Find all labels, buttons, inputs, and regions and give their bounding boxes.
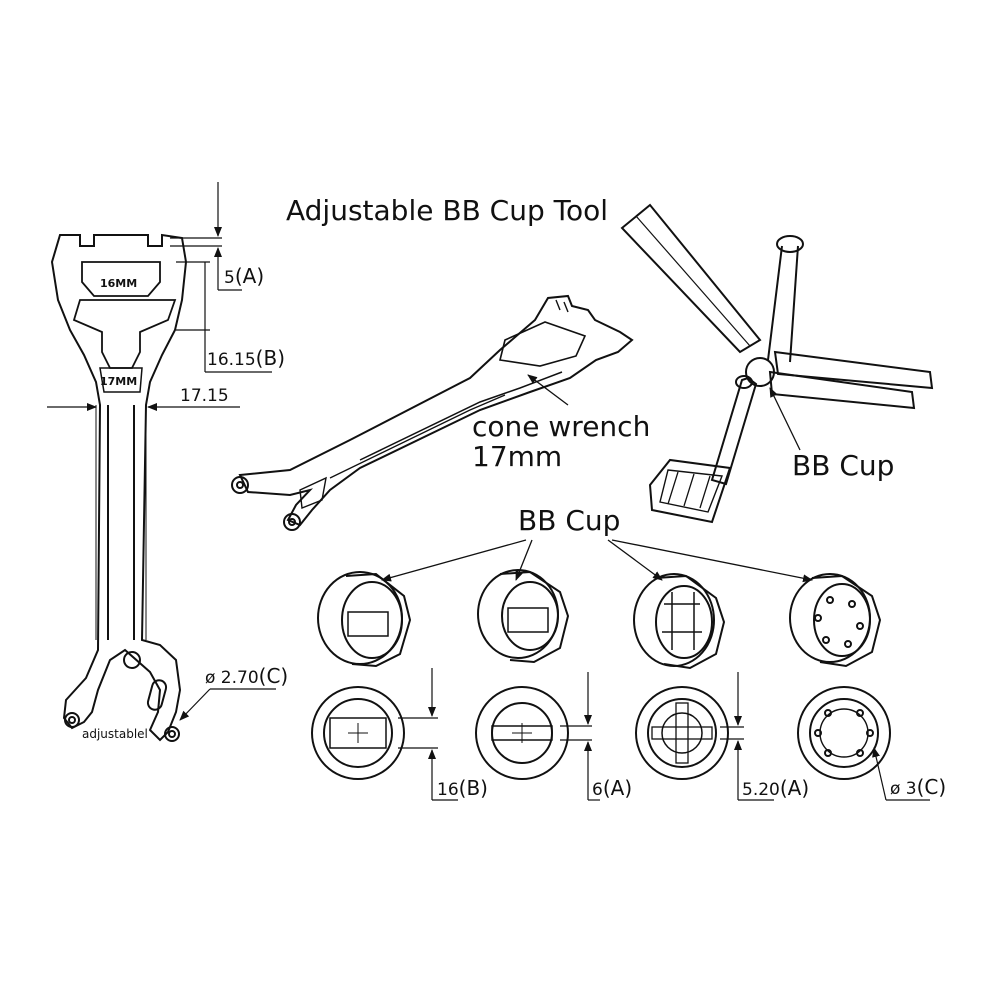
- wrench-label-16mm: 16MM: [100, 277, 137, 290]
- dim-5-a: 5(A): [224, 264, 264, 288]
- left-dimension-lines: [47, 182, 276, 721]
- dim-2-70-c: ø 2.70(C): [205, 664, 288, 688]
- dim-5-20-a: 5.20(A): [742, 776, 809, 800]
- bb-cup-tool-3d: [620, 203, 934, 524]
- bb-cup-front-1: [311, 686, 405, 780]
- callout-cone-wrench: cone wrench: [472, 410, 650, 443]
- bb-cup-iso-4: [789, 573, 882, 668]
- bb-cup-iso-2: [477, 569, 570, 664]
- dim-3-c: ø 3(C): [890, 775, 946, 799]
- dim-16-b: 16(B): [437, 776, 488, 800]
- bb-cup-front-2: [475, 686, 569, 780]
- wrench-label-adjustable: adjustablel: [82, 727, 148, 741]
- callout-cone-wrench-size: 17mm: [472, 440, 562, 473]
- bb-cup-front-3: [635, 686, 729, 780]
- wrench-label-17mm: 17MM: [100, 375, 137, 388]
- cone-wrench-iso: [231, 294, 634, 531]
- bb-cup-iso-1: [317, 571, 412, 668]
- flat-wrench-drawing: [50, 233, 188, 742]
- bb-cup-front-4: [797, 686, 891, 780]
- dim-6-a: 6(A): [592, 776, 632, 800]
- cone-wrench-callout-arrow: [527, 374, 569, 406]
- bb-cup-right-callout-arrow: [769, 387, 801, 451]
- dim-16-15-b: 16.15(B): [207, 346, 285, 370]
- callout-bb-cup-right: BB Cup: [792, 449, 894, 482]
- bb-cup-center-arrows: [381, 539, 813, 583]
- diagram-title: Adjustable BB Cup Tool: [286, 194, 608, 227]
- bottom-dimension-lines: [398, 668, 930, 801]
- dim-17-15: 17.15: [180, 386, 229, 406]
- bb-cup-iso-3: [633, 573, 726, 670]
- callout-bb-cup-center: BB Cup: [518, 504, 620, 537]
